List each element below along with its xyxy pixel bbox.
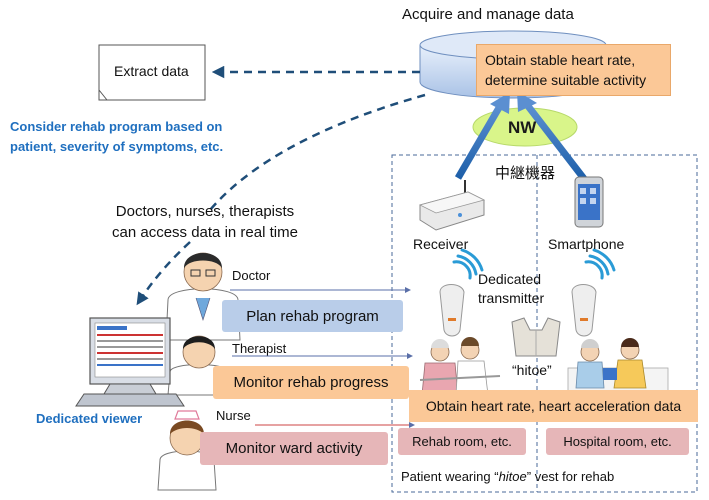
wifi-icon-left (452, 248, 484, 280)
doctor-illustration (165, 252, 241, 341)
footer-after: ” vest for rehab (526, 469, 615, 484)
nurse-label: Nurse (216, 408, 251, 423)
therapist-task-box: Monitor rehab progress (213, 366, 409, 399)
viewer-label: Dedicated viewer (36, 411, 143, 426)
upload-arrow-smartphone (525, 103, 588, 183)
data-bar-label: Obtain heart rate, heart acceleration da… (425, 398, 682, 414)
header-title: Acquire and manage data (402, 6, 574, 23)
server-note-line1: Obtain stable heart rate, (485, 52, 636, 68)
smartphone-icon (574, 176, 604, 228)
doctor-label: Doctor (232, 268, 271, 283)
server-note-line2: determine suitable activity (485, 72, 647, 88)
access-text: Doctors, nurses, therapists can access d… (112, 201, 298, 243)
smartphone-label: Smartphone (548, 236, 625, 252)
transmitter-icon-right (571, 284, 597, 337)
nurse-task-box: Monitor ward activity (200, 432, 388, 465)
hospital-room-box: Hospital room, etc. (546, 428, 689, 455)
vest-icon (511, 317, 561, 357)
data-bar: Obtain heart rate, heart acceleration da… (409, 390, 698, 422)
consider-line1: Consider rehab program based on (10, 119, 223, 134)
receiver-icon (418, 180, 486, 231)
transmitter-line1: Dedicated (478, 271, 542, 287)
footer-caption: Patient wearing “hitoe” vest for rehab (401, 469, 614, 484)
footer-emph: hitoe (498, 469, 527, 484)
extract-data-box (98, 44, 206, 101)
transmitter-icon-left (439, 284, 465, 337)
access-line2: can access data in real time (112, 224, 298, 241)
hospital-patients-illustration (567, 338, 669, 393)
rehab-room-box: Rehab room, etc. (398, 428, 526, 455)
access-line1: Doctors, nurses, therapists (115, 203, 295, 220)
viewer-monitor-icon (75, 317, 185, 407)
rehab-room-label: Rehab room, etc. (412, 434, 512, 449)
receiver-label: Receiver (413, 236, 469, 252)
consider-text: Consider rehab program based on patient,… (10, 117, 223, 157)
transmitter-label: Dedicated transmitter (478, 270, 544, 308)
doctor-task: Plan rehab program (246, 307, 379, 325)
therapist-task: Monitor rehab progress (233, 374, 389, 391)
network-label: NW (508, 118, 537, 137)
doctor-task-box: Plan rehab program (222, 300, 403, 332)
therapist-label: Therapist (232, 341, 287, 356)
vest-label: “hitoe” (512, 362, 552, 378)
hospital-room-label: Hospital room, etc. (563, 434, 672, 449)
viewer-arrow (209, 93, 426, 211)
footer-before: Patient wearing “ (401, 469, 499, 484)
upload-arrow-receiver (454, 104, 504, 180)
server-note: Obtain stable heart rate, determine suit… (476, 44, 671, 96)
rehab-patients-illustration (419, 337, 501, 396)
extract-data-label: Extract data (114, 63, 189, 79)
nurse-task: Monitor ward activity (225, 440, 363, 457)
transmitter-line2: transmitter (478, 290, 545, 306)
wifi-icon-right (584, 248, 616, 280)
consider-line2: patient, severity of symptoms, etc. (10, 139, 224, 154)
relay-label: 中継機器 (495, 164, 556, 182)
